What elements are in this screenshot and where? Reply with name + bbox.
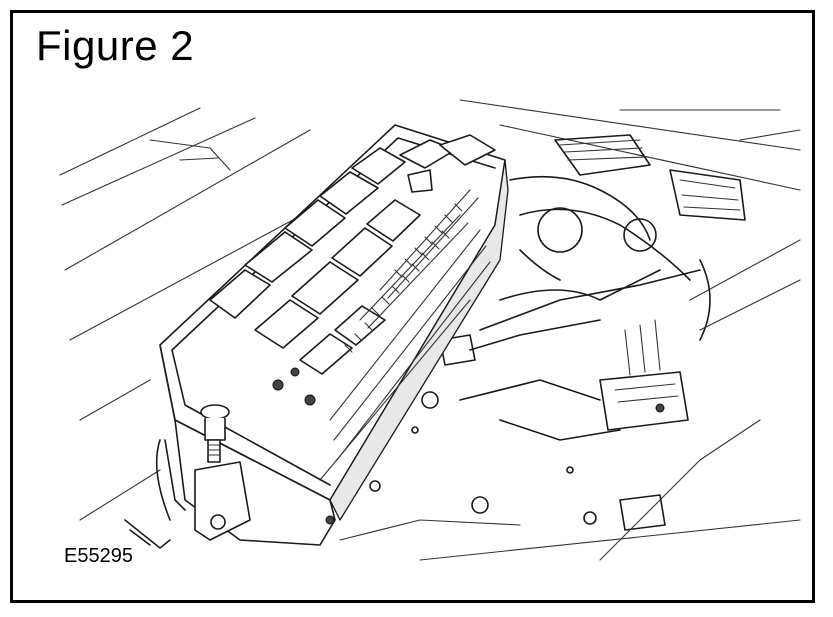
- fuse-rows: [344, 189, 479, 353]
- relay-blocks: [209, 134, 496, 375]
- figure-reference-code: E55295: [62, 545, 135, 567]
- mounting-bolt: [124, 367, 335, 549]
- figure-title: Figure 2: [36, 22, 195, 69]
- background-panel-lines: [59, 99, 801, 561]
- wiring-harness-area: [369, 134, 746, 531]
